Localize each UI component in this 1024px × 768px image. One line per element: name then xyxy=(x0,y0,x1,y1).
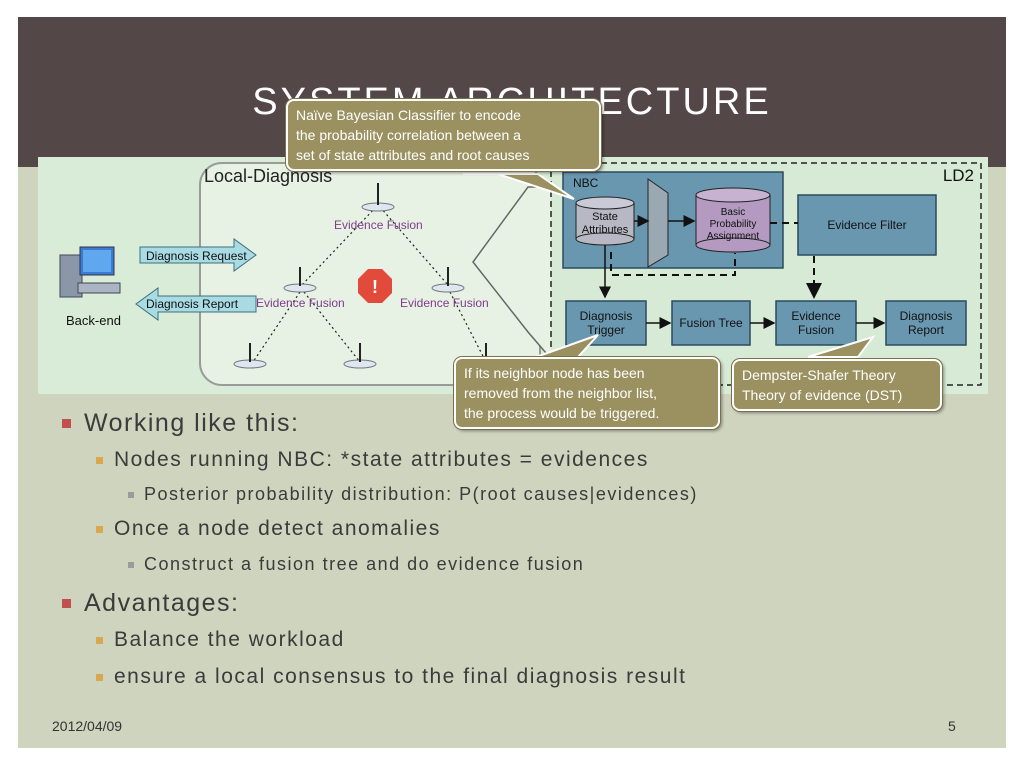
bullet-marker-icon xyxy=(96,457,103,464)
computer-icon xyxy=(59,246,121,298)
callout-dst-line2: Theory of evidence (DST) xyxy=(742,387,903,403)
evidence-fusion-box xyxy=(775,300,857,346)
fusion-tree-label: Fusion Tree xyxy=(679,316,743,330)
callout-nbc-line2: the probability correlation between a xyxy=(296,127,521,143)
diagnosis-report-arrow xyxy=(135,287,257,321)
state-attributes-line2: Attributes xyxy=(582,224,629,236)
bullet-item: ensure a local consensus to the final di… xyxy=(96,665,686,689)
fusion-label-top: Evidence Fusion xyxy=(334,218,423,232)
diagnosis-trigger-line2: Trigger xyxy=(587,323,625,337)
alert-symbol: ! xyxy=(372,277,378,297)
bullet-item: Working like this: xyxy=(62,409,300,438)
evidence-fusion-line2: Fusion xyxy=(798,323,834,337)
bullet-item: Construct a fusion tree and do evidence … xyxy=(128,554,584,575)
bullet-marker-icon xyxy=(128,562,134,568)
diagnosis-report-line1: Diagnosis xyxy=(900,309,953,323)
callout-nbc-line1: Naïve Bayesian Classifier to encode xyxy=(296,107,521,123)
evidence-fusion-line1: Evidence xyxy=(791,309,841,323)
basic-probability-line3: Assignment xyxy=(707,231,759,242)
basic-probability-line1: Basic xyxy=(721,207,745,218)
fusion-label-left: Evidence Fusion xyxy=(256,296,345,310)
callout-dst: Dempster-Shafer Theory Theory of evidenc… xyxy=(732,359,942,411)
callout-trigger-line2: removed from the neighbor list, xyxy=(464,385,657,401)
state-attributes-line1: State xyxy=(592,211,618,223)
architecture-diagram: Local-Diagnosis Back-end Diagnosis Reque… xyxy=(59,162,982,386)
bullet-marker-icon xyxy=(62,599,71,608)
state-attributes-cylinder xyxy=(575,196,635,246)
bullet-marker-icon xyxy=(96,526,103,533)
diagnosis-trigger-line1: Diagnosis xyxy=(580,309,633,323)
bullet-item: Once a node detect anomalies xyxy=(96,517,441,541)
bullet-marker-icon xyxy=(96,637,103,644)
callout-trigger-line1: If its neighbor node has been xyxy=(464,365,645,381)
fusion-tree-box xyxy=(671,300,751,346)
callout-nbc-line3: set of state attributes and root causes xyxy=(296,147,530,163)
dashed-connectors xyxy=(610,222,822,299)
evidence-filter-label: Evidence Filter xyxy=(827,218,906,232)
basic-probability-cylinder xyxy=(695,187,771,253)
callout-trigger: If its neighbor node has been removed fr… xyxy=(454,357,720,429)
slide-date: 2012/04/09 xyxy=(52,718,123,734)
bullet-item: Posterior probability distribution: P(ro… xyxy=(128,484,698,505)
backend-label: Back-end xyxy=(66,313,121,328)
bullet-item: Balance the workload xyxy=(96,628,345,652)
evidence-filter-box xyxy=(797,194,937,256)
fusion-label-right: Evidence Fusion xyxy=(400,296,489,310)
bullet-marker-icon xyxy=(128,492,134,498)
nbc-label: NBC xyxy=(573,176,599,190)
local-diagnosis-label: Local-Diagnosis xyxy=(204,166,332,186)
bullet-marker-icon xyxy=(62,419,71,428)
basic-probability-line2: Probability xyxy=(710,219,757,230)
ld2-label: LD2 xyxy=(943,166,974,185)
diagnosis-report-line2: Report xyxy=(908,323,945,337)
bullet-item: Advantages: xyxy=(62,589,240,618)
diagnosis-request-label: Diagnosis Request xyxy=(146,249,247,263)
alert-icon xyxy=(358,269,392,303)
diagnosis-report-label: Diagnosis Report xyxy=(146,297,239,311)
slide: SYSTEM ARCHITECTURE Local-Diagnosis Back… xyxy=(18,17,1006,748)
callout-trigger-line3: the process would be triggered. xyxy=(464,405,660,421)
diagnosis-request-arrow xyxy=(139,238,257,272)
architecture-figure: Local-Diagnosis Back-end Diagnosis Reque… xyxy=(38,157,988,394)
bullet-marker-icon xyxy=(96,674,103,681)
diagnosis-report-box xyxy=(885,300,967,346)
callout-nbc: Naïve Bayesian Classifier to encode the … xyxy=(286,99,601,171)
classifier-trapezoid xyxy=(647,178,669,268)
bullet-item: Nodes running NBC: *state attributes = e… xyxy=(96,448,649,472)
page-number: 5 xyxy=(948,718,956,734)
callout-dst-line1: Dempster-Shafer Theory xyxy=(742,367,896,383)
fusion-tree-links xyxy=(252,206,487,363)
